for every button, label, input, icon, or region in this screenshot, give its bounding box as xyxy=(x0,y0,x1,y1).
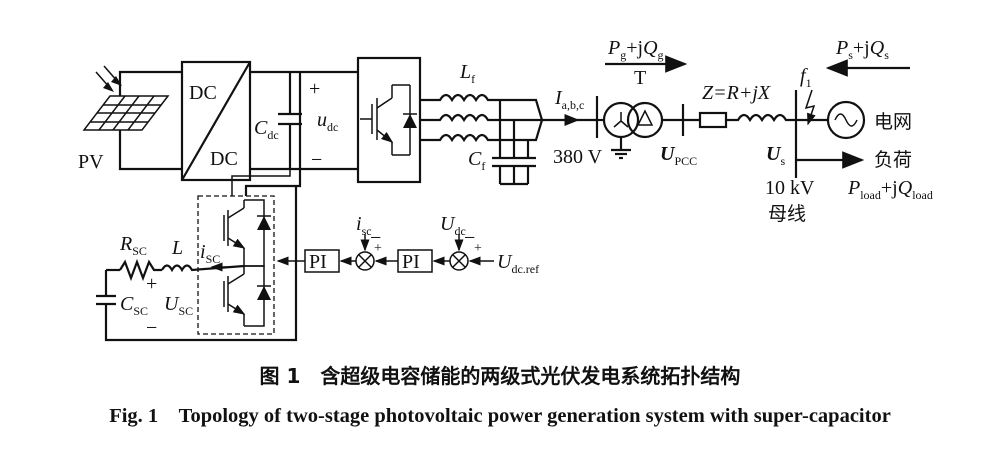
bus-label: 母线 xyxy=(768,203,806,225)
filter-capacitor-cf xyxy=(492,100,536,186)
dc-input-label: DC xyxy=(189,82,217,104)
super-capacitor xyxy=(96,294,116,306)
ps-qs-label: Ps+jQs xyxy=(835,37,889,62)
pi-controller-voltage xyxy=(397,249,433,273)
pi2-label: PI xyxy=(402,251,420,273)
j1-plus-sign: + xyxy=(374,241,382,256)
pi1-label: PI xyxy=(309,251,327,273)
transformer xyxy=(597,101,664,160)
l-label: L xyxy=(171,237,183,259)
figure-caption-english: Fig. 1 Topology of two-stage photovoltai… xyxy=(109,405,891,427)
topology-diagram: PV DC DC Cdc + udc − Lf xyxy=(78,37,933,342)
kv10-label: 10 kV xyxy=(765,177,815,199)
us-label: Us xyxy=(766,143,785,168)
csc-plus-sign: + xyxy=(146,273,157,295)
j2-plus-sign: + xyxy=(474,241,482,256)
grid-source xyxy=(826,100,866,140)
sc-inductor xyxy=(161,264,245,273)
pload-qload-label: Pload+jQload xyxy=(847,177,933,202)
pv-panel xyxy=(82,65,170,131)
rsc-label: RSC xyxy=(119,233,147,258)
dc-plus-sign: + xyxy=(309,78,320,100)
dc-minus-sign: − xyxy=(311,149,322,171)
rsc-resistor xyxy=(119,258,162,282)
dc-output-label: DC xyxy=(210,148,238,170)
summing-junction-current xyxy=(355,251,375,271)
udc-feedback-label: Udc xyxy=(440,213,466,238)
filter-inductor-lf xyxy=(420,93,530,143)
pv-label: PV xyxy=(78,151,104,173)
load-label: 负荷 xyxy=(874,149,912,171)
isc-feedback-label: isc xyxy=(356,213,372,238)
voltage-380v-label: 380 V xyxy=(553,146,603,168)
pg-qg-label: Pg+jQg xyxy=(607,37,664,62)
dc-dc-converter xyxy=(180,60,252,182)
isc-label: iSC xyxy=(200,241,220,266)
cdc-label: Cdc xyxy=(254,117,279,142)
bidirectional-converter xyxy=(197,195,275,335)
current-iabc-label: Ia,b,c xyxy=(554,87,584,112)
usc-label: USC xyxy=(164,293,193,318)
transformer-label: T xyxy=(634,67,646,89)
cf-label: Cf xyxy=(468,148,485,173)
impedance-label: Z=R+jX xyxy=(702,82,771,104)
lf-label: Lf xyxy=(459,61,475,86)
summing-junction-voltage xyxy=(449,251,469,271)
udc-label: udc xyxy=(317,109,338,134)
f1-label: f1 xyxy=(800,65,812,90)
pi-controller-current xyxy=(304,249,340,273)
dc-link-capacitor xyxy=(278,72,302,169)
udc-ref-label: Udc.ref xyxy=(497,251,539,276)
line-impedance xyxy=(683,111,796,129)
igbt-symbol xyxy=(360,84,417,156)
upcc-label: UPCC xyxy=(660,143,697,168)
sc-igbt-lower xyxy=(223,265,271,327)
sc-igbt-upper xyxy=(223,199,271,267)
csc-minus-sign: − xyxy=(146,317,157,339)
j2-minus-sign: − xyxy=(464,227,475,249)
csc-label: CSC xyxy=(120,293,148,318)
grid-label: 电网 xyxy=(874,111,912,133)
fault-symbol xyxy=(804,89,816,126)
j1-minus-sign: − xyxy=(370,227,381,249)
figure-caption-chinese: 图 1 含超级电容储能的两级式光伏发电系统拓扑结构 xyxy=(259,364,741,388)
